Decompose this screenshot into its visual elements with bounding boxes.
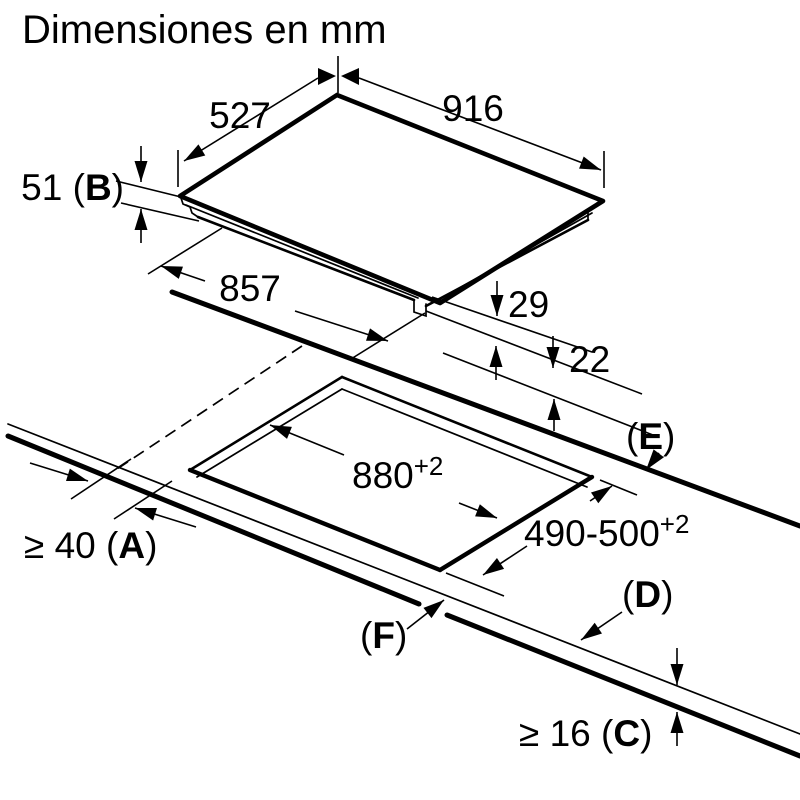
dimension-min16-C: ≥ 16 (C) bbox=[519, 648, 684, 754]
callout-d-label: (D) bbox=[622, 574, 673, 615]
worktop-front-bottom-edge-a bbox=[5, 433, 422, 607]
dim-line-880-b bbox=[458, 502, 498, 519]
dimension-857: 857 bbox=[147, 227, 426, 360]
ext-490-bottom bbox=[445, 572, 505, 597]
hob-front-projection-dashline bbox=[113, 345, 303, 472]
arrowhead-916-left bbox=[341, 68, 359, 85]
callout-F: (F) bbox=[360, 599, 445, 656]
hob-base-profile bbox=[180, 197, 602, 318]
dim-line-527 bbox=[183, 77, 319, 162]
dim-857-label: 857 bbox=[219, 268, 281, 309]
level-line-bottom bbox=[442, 352, 659, 438]
callout-d-leader bbox=[580, 611, 623, 641]
dim-490-500-label: 490-500+2 bbox=[524, 509, 689, 554]
cutout-back-left-edge bbox=[188, 375, 344, 472]
ext-40-right bbox=[113, 480, 173, 520]
hob-base-left-edge bbox=[196, 215, 416, 302]
dim-29-label: 29 bbox=[508, 284, 549, 325]
dim-22-label: 22 bbox=[569, 339, 610, 380]
dimension-880: 880+2 bbox=[269, 424, 498, 519]
ext-490-top bbox=[599, 479, 638, 496]
dimension-min40-A: ≥ 40 (A) bbox=[24, 458, 197, 566]
worktop-front-bottom-edge-b bbox=[444, 612, 800, 759]
cutout-inner-wall-left bbox=[196, 388, 343, 478]
dimension-916: 916 bbox=[341, 68, 605, 188]
dimension-490-500: 490-500+2 bbox=[445, 479, 689, 597]
arrowhead-527-right bbox=[318, 68, 336, 85]
cutout-inner-wall-right bbox=[341, 388, 588, 488]
level-line-glass bbox=[431, 296, 593, 353]
hob-flange-left-line bbox=[185, 204, 419, 299]
level-lines bbox=[425, 296, 659, 438]
callout-e-label: (E) bbox=[626, 416, 675, 457]
page-title: Dimensiones en mm bbox=[22, 8, 387, 52]
hob-base-foot bbox=[413, 299, 427, 318]
worktop-drawing bbox=[5, 289, 800, 759]
dim-916-label: 916 bbox=[442, 88, 504, 129]
worktop-cutout bbox=[187, 375, 595, 573]
callout-f-label: (F) bbox=[360, 615, 407, 656]
dim-line-490-b bbox=[482, 545, 528, 576]
dimension-51B: 51 (B) bbox=[21, 146, 200, 243]
dim-line-857-b bbox=[294, 310, 389, 342]
ext-857-left bbox=[147, 227, 223, 275]
ext-40-left bbox=[70, 458, 132, 500]
hob-flange-right-line bbox=[437, 212, 593, 301]
worktop-back-edge bbox=[169, 289, 800, 529]
hob-drawing bbox=[177, 92, 606, 318]
dimension-29: 29 bbox=[489, 281, 549, 380]
dim-line-857-a bbox=[160, 265, 206, 282]
dim-51-b-label: 51 (B) bbox=[21, 167, 124, 208]
dim-min16-c-label: ≥ 16 (C) bbox=[519, 713, 652, 754]
dim-line-916 bbox=[358, 77, 602, 171]
cutout-back-right-edge bbox=[340, 375, 594, 479]
callout-E: (E) bbox=[626, 416, 675, 471]
dim-527-label: 527 bbox=[209, 95, 271, 136]
dim-min40-a-label: ≥ 40 (A) bbox=[24, 525, 157, 566]
dimension-527: 527 bbox=[177, 56, 339, 187]
arrow-40-left bbox=[29, 462, 89, 482]
callout-f-leader bbox=[406, 599, 445, 630]
cutout-front-right-edge bbox=[437, 474, 595, 573]
callout-e-leader bbox=[645, 449, 664, 471]
hob-right-step bbox=[587, 200, 602, 221]
ext-51-top bbox=[115, 180, 182, 198]
arrow-40-right bbox=[134, 507, 197, 528]
cutout-front-left-edge bbox=[187, 467, 443, 573]
dim-line-490-a bbox=[589, 485, 613, 504]
callout-D: (D) bbox=[580, 574, 673, 641]
ext-857-right bbox=[350, 312, 426, 360]
hob-glass-outline bbox=[177, 92, 606, 306]
worktop-front-top-edge bbox=[7, 423, 800, 735]
dimension-22: 22 bbox=[546, 336, 610, 431]
ext-51-bottom bbox=[120, 202, 200, 222]
level-line-mid bbox=[425, 310, 643, 395]
dim-880-label: 880+2 bbox=[352, 451, 443, 496]
dim-line-880-a bbox=[269, 424, 345, 456]
